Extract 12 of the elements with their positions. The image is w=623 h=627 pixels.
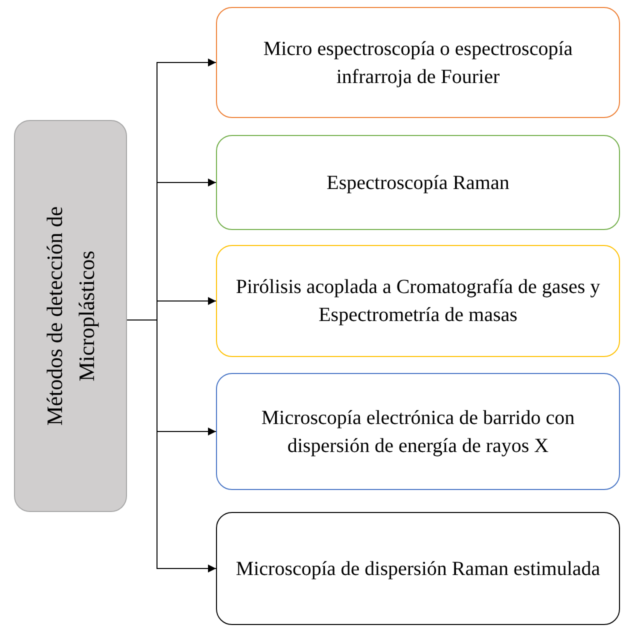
method-box [216, 135, 620, 230]
method-label: Espectroscopía Raman [326, 170, 510, 196]
method-label: Microscopía de dispersión Raman estimulada [234, 556, 602, 582]
method-label: Microscopía electrónica de barrido con dispersión de energía de rayos X [260, 406, 576, 458]
method-label: Pirólisis acoplada a Cromatografía de gases y Espectrometría de masas [234, 275, 602, 328]
method-box [216, 373, 620, 490]
method-label: Micro espectroscopía o espectroscopía infrarroja de Fourier [262, 36, 574, 90]
method-box [216, 512, 620, 625]
category-box [14, 120, 127, 512]
method-box [216, 7, 620, 118]
vertical-label: Métodos de detección de Microplásticos [40, 205, 100, 428]
method-box [216, 245, 620, 357]
